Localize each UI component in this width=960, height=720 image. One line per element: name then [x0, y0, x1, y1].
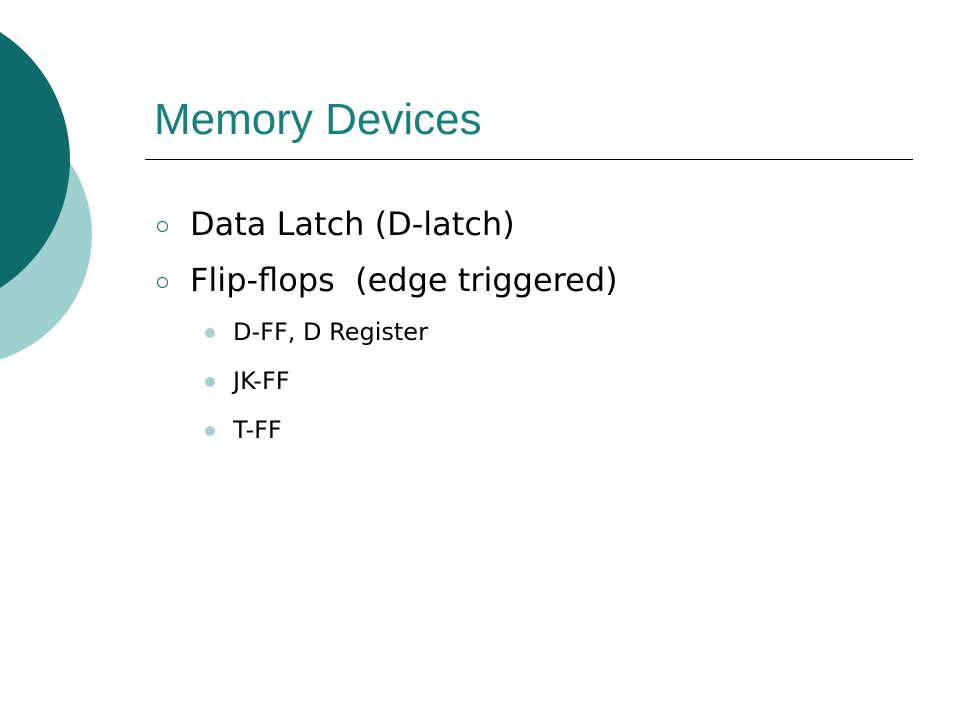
bullet-item: Flip-flops (edge triggered) — [157, 252, 618, 308]
hollow-circle-icon — [157, 277, 168, 288]
sub-bullet-item: JK-FF — [157, 357, 618, 406]
sub-bullet-text: T-FF — [233, 416, 282, 444]
filled-circle-icon — [205, 328, 215, 338]
filled-circle-icon — [205, 426, 215, 436]
sub-bullet-text: JK-FF — [233, 367, 290, 395]
decorative-circles — [0, 32, 92, 360]
bullet-text: Data Latch (D-latch) — [190, 205, 515, 243]
slide-title: Memory Devices — [154, 95, 482, 144]
dark-teal-circle — [0, 32, 70, 288]
sub-bullet-item: T-FF — [157, 406, 618, 455]
bullet-item: Data Latch (D-latch) — [157, 196, 618, 252]
filled-circle-icon — [205, 377, 215, 387]
sub-bullet-item: D-FF, D Register — [157, 308, 618, 357]
bullet-list: Data Latch (D-latch) Flip-flops (edge tr… — [157, 196, 618, 455]
hollow-circle-icon — [157, 221, 168, 232]
sub-bullet-text: D-FF, D Register — [233, 318, 428, 346]
bullet-text: Flip-flops (edge triggered) — [190, 261, 618, 299]
title-divider — [145, 159, 913, 160]
